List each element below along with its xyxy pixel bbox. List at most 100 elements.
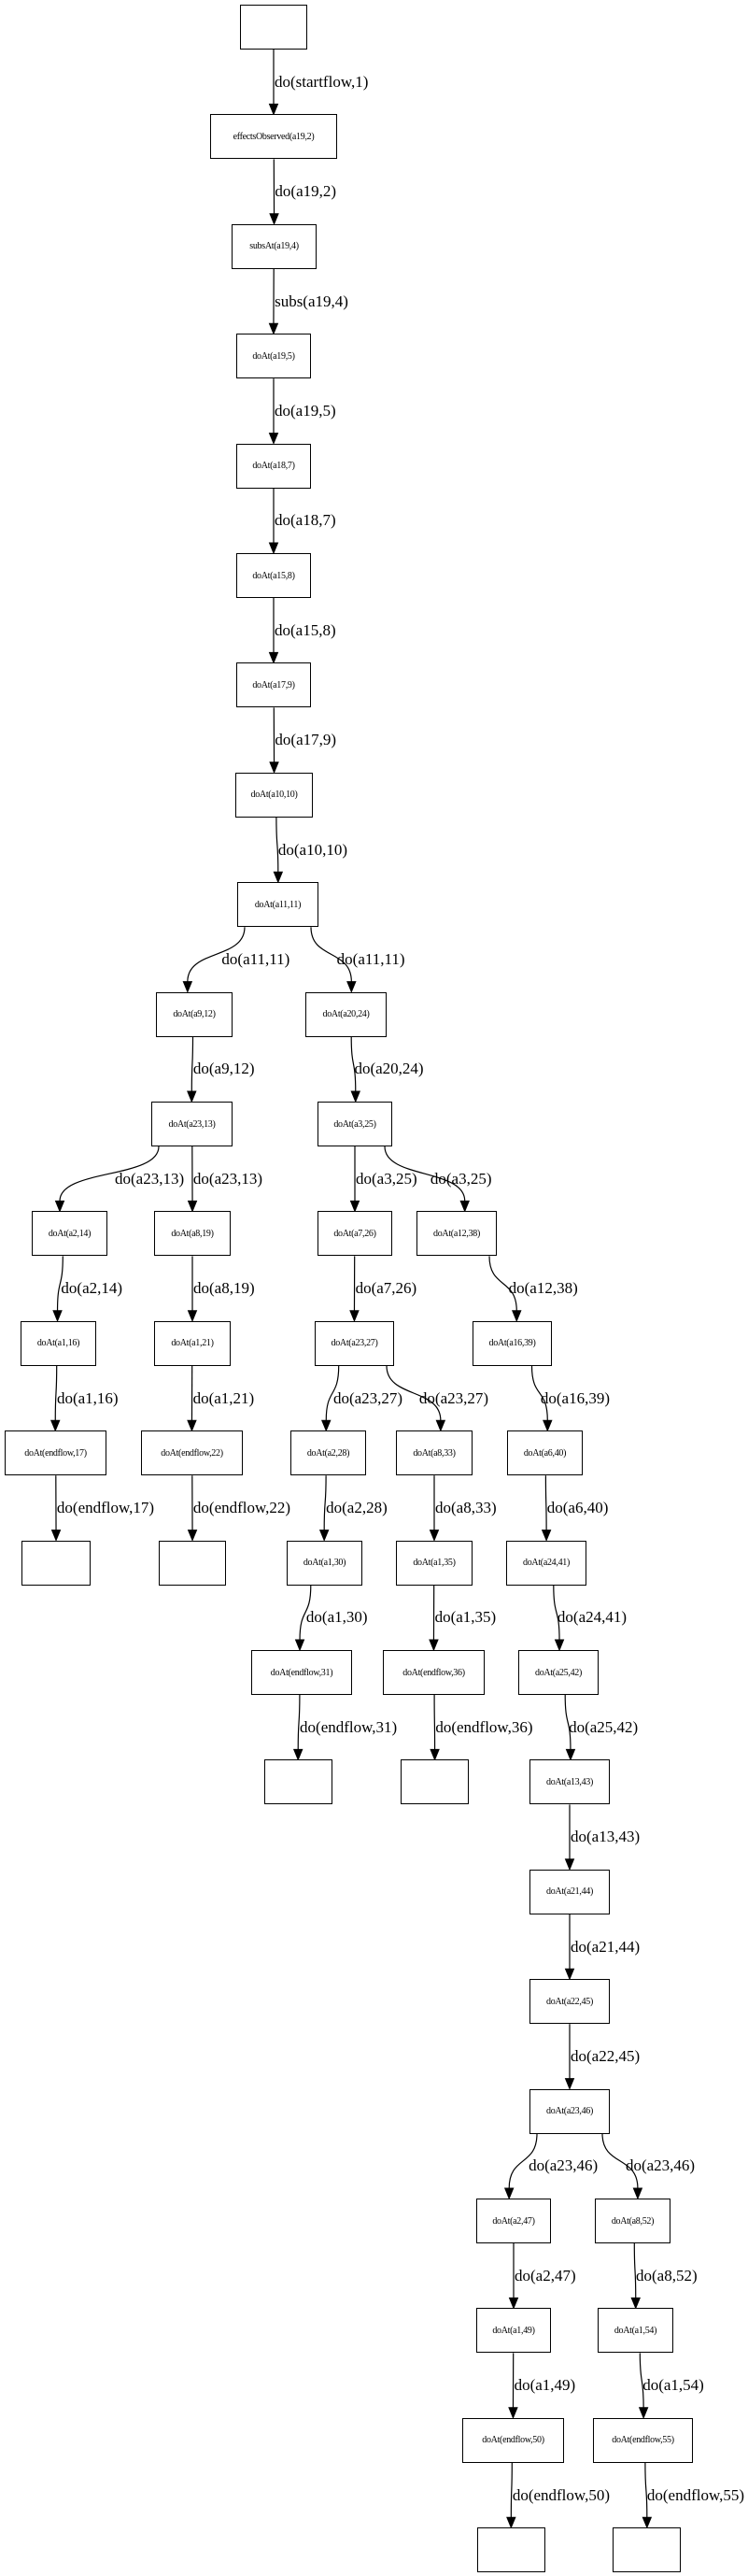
edge-label: do(a2,47) — [515, 2266, 576, 2284]
edge-line — [297, 1694, 301, 1750]
graph-node: doAt(a1,21) — [154, 1320, 231, 1366]
edge-label: do(a21,44) — [571, 1937, 641, 1956]
graph-node: doAt(a10,10) — [235, 772, 313, 818]
graph-node: doAt(a1,54) — [598, 2308, 673, 2354]
graph-node: effectsObserved(a19,2) — [210, 114, 337, 160]
graph-node-empty — [159, 1540, 226, 1586]
edge-line — [508, 2133, 538, 2189]
arrowhead-icon — [273, 871, 284, 884]
arrowhead-icon — [349, 1200, 360, 1213]
edge-line — [601, 2133, 639, 2189]
edge-label: do(startflow,1) — [275, 72, 369, 91]
graph-node: doAt(endflow,22) — [141, 1430, 243, 1476]
arrowhead-icon — [630, 2297, 641, 2310]
arrowhead-icon — [268, 103, 279, 116]
edge-label: do(a25,42) — [569, 1717, 639, 1736]
graph-node: doAt(a21,44) — [529, 1869, 610, 1914]
edge-label: do(a7,26) — [355, 1279, 417, 1298]
arrowhead-icon — [268, 651, 279, 664]
edge-label: do(a19,5) — [275, 401, 336, 420]
edge-label: do(endflow,17) — [56, 1498, 155, 1516]
arrowhead-icon — [54, 1200, 65, 1213]
edge-label: do(a23,13) — [115, 1169, 185, 1188]
arrowhead-icon — [349, 1310, 360, 1323]
graph-node: doAt(a6,40) — [507, 1430, 583, 1476]
edge-label: do(a1,21) — [192, 1388, 255, 1407]
arrowhead-icon — [187, 1419, 197, 1432]
edge-label: do(a22,45) — [571, 2046, 641, 2065]
edge-line — [564, 1694, 572, 1750]
edge-line — [350, 1036, 357, 1092]
edge-label: do(a24,41) — [557, 1608, 628, 1627]
arrowhead-icon — [430, 1748, 440, 1761]
arrowhead-icon — [503, 2187, 515, 2200]
graph-node: doAt(a3,25) — [318, 1102, 392, 1146]
edge-line — [310, 927, 352, 982]
edge-label: do(a19,2) — [275, 182, 337, 201]
arrowhead-icon — [50, 1530, 62, 1542]
graph-node: doAt(a1,35) — [396, 1540, 473, 1586]
graph-node: doAt(a1,16) — [21, 1320, 96, 1366]
edge-label: do(a6,40) — [546, 1498, 609, 1516]
edge-line — [275, 817, 279, 873]
arrowhead-icon — [632, 2187, 643, 2200]
edge-label: do(a23,46) — [625, 2156, 696, 2175]
graph-node: doAt(a8,19) — [154, 1211, 231, 1257]
edge-label: do(a17,9) — [275, 731, 337, 749]
edge-label: do(a3,25) — [430, 1169, 492, 1188]
edge-label: do(a13,43) — [571, 1828, 641, 1846]
edge-line — [639, 2353, 644, 2408]
arrowhead-icon — [350, 1090, 361, 1103]
graph-node: doAt(a8,52) — [595, 2199, 670, 2243]
edge-label: do(endflow,22) — [192, 1498, 291, 1516]
edge-label: do(a9,12) — [192, 1060, 255, 1078]
edge-label: do(a15,8) — [275, 620, 336, 639]
edge-line — [56, 1256, 64, 1311]
graph-node: doAt(a8,33) — [396, 1430, 473, 1476]
edge-label: do(a2,14) — [61, 1279, 123, 1298]
graph-node-empty — [613, 2527, 681, 2573]
edge-label: do(a11,11) — [336, 949, 405, 968]
edge-label: do(a23,27) — [332, 1388, 403, 1407]
edge-line — [544, 1475, 547, 1530]
graph-node-empty — [264, 1759, 332, 1805]
graph-node: doAt(a24,41) — [506, 1540, 586, 1586]
arrowhead-icon — [429, 1639, 439, 1652]
arrowhead-icon — [541, 1530, 552, 1542]
edge-label: do(a3,25) — [356, 1169, 417, 1188]
arrowhead-icon — [564, 1968, 575, 1981]
edge-label: do(a1,49) — [514, 2376, 576, 2395]
graph-node: doAt(a23,46) — [529, 2088, 610, 2134]
edge-label: do(a16,39) — [540, 1388, 611, 1407]
arrowhead-icon — [187, 1310, 198, 1323]
edge-label: subs(a19,4) — [275, 292, 348, 310]
graph-node: doAt(a23,27) — [315, 1320, 394, 1366]
graph-node: doAt(a19,5) — [236, 334, 311, 379]
graph-node-empty — [477, 2527, 545, 2573]
graph-node: doAt(a17,9) — [236, 662, 311, 708]
arrowhead-icon — [459, 1200, 470, 1213]
arrowhead-icon — [346, 981, 357, 993]
edge-label: do(a20,24) — [354, 1060, 424, 1078]
graph-node: doAt(a1,49) — [476, 2308, 551, 2354]
arrowhead-icon — [269, 213, 279, 226]
arrowhead-icon — [182, 981, 193, 993]
graph-node-empty — [21, 1540, 91, 1586]
arrowhead-icon — [638, 2407, 649, 2420]
edge-label: do(a8,19) — [193, 1279, 255, 1298]
edge-label: do(a10,10) — [277, 840, 347, 859]
edge-label: do(a18,7) — [275, 511, 336, 530]
arrowhead-icon — [642, 2516, 653, 2529]
graph-node: doAt(a1,30) — [287, 1540, 362, 1586]
graph-node-empty — [401, 1759, 469, 1805]
arrowhead-icon — [564, 2078, 575, 2090]
arrowhead-icon — [50, 1419, 61, 1432]
arrowhead-icon — [435, 1419, 446, 1432]
arrowhead-icon — [187, 1090, 197, 1103]
graph-node: doAt(a2,47) — [476, 2199, 551, 2243]
arrowhead-icon — [506, 2516, 516, 2529]
arrowhead-icon — [318, 1530, 330, 1542]
graph-node: doAt(a2,14) — [32, 1211, 107, 1257]
edge-line — [325, 1365, 340, 1421]
